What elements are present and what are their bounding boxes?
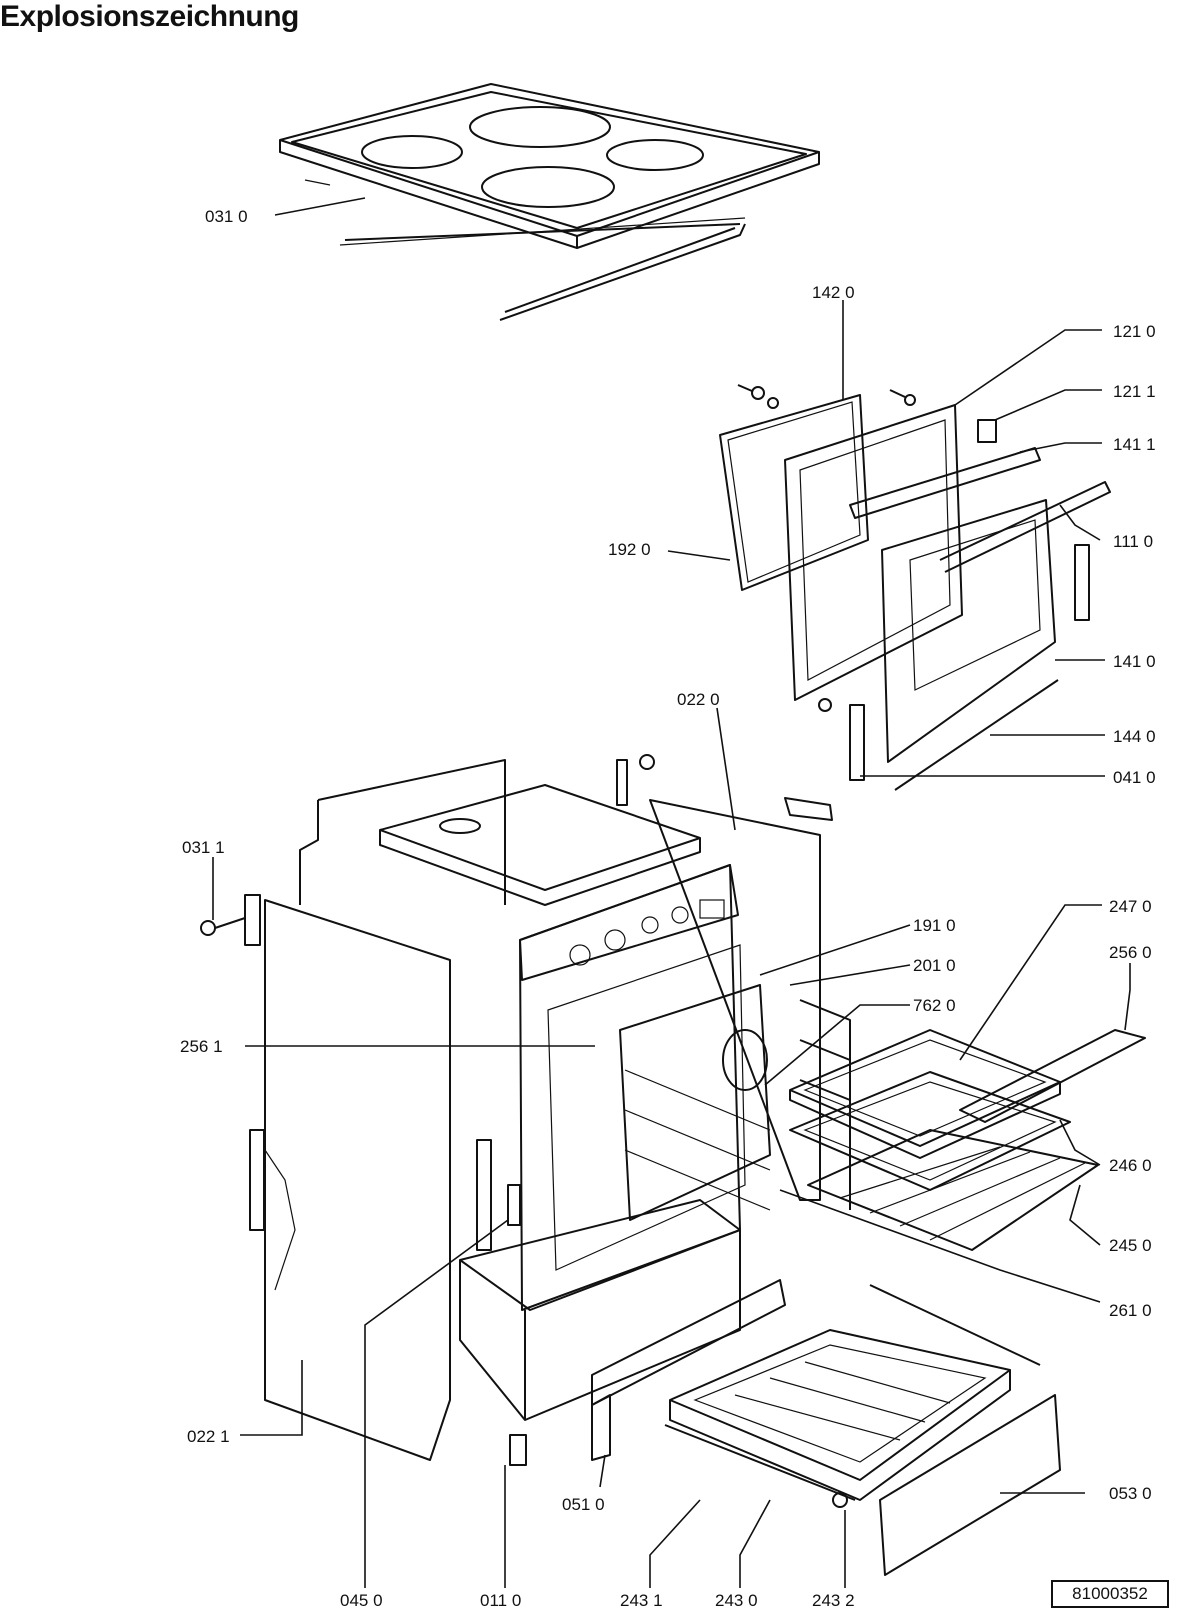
part-labels: 031 0 142 0 121 0 121 1 141 1 192 0 111 … [180, 207, 1156, 1610]
label-243-2: 243 2 [812, 1591, 855, 1610]
label-121-1: 121 1 [1113, 382, 1156, 401]
label-243-1: 243 1 [620, 1591, 663, 1610]
label-022-1: 022 1 [187, 1427, 230, 1446]
label-256-1: 256 1 [180, 1037, 223, 1056]
label-031-1: 031 1 [182, 838, 225, 857]
label-201-0: 201 0 [913, 956, 956, 975]
label-111-0: 111 0 [1113, 532, 1153, 551]
label-256-0: 256 0 [1109, 943, 1152, 962]
page-title: Explosionszeichnung [0, 0, 299, 33]
cabinet-body [200, 754, 833, 1461]
label-762-0: 762 0 [913, 996, 956, 1015]
label-121-0: 121 0 [1113, 322, 1156, 341]
leader-lines [212, 197, 1131, 1588]
oven-door-assembly [719, 384, 1111, 791]
label-045-0: 045 0 [340, 1591, 383, 1610]
label-053-0: 053 0 [1109, 1484, 1152, 1503]
document-number-box: 81000352 [1051, 1580, 1169, 1608]
label-141-0: 141 0 [1113, 652, 1156, 671]
label-246-0: 246 0 [1109, 1156, 1152, 1175]
cooktop-part [279, 83, 820, 321]
label-247-0: 247 0 [1109, 897, 1152, 916]
label-011-0: 011 0 [480, 1591, 521, 1610]
trays-and-racks [789, 999, 1146, 1251]
label-192-0: 192 0 [608, 540, 651, 559]
label-245-0: 245 0 [1109, 1236, 1152, 1255]
label-041-0: 041 0 [1113, 768, 1156, 787]
label-022-0: 022 0 [677, 690, 720, 709]
label-261-0: 261 0 [1109, 1301, 1152, 1320]
label-243-0: 243 0 [715, 1591, 758, 1610]
label-141-1: 141 1 [1113, 435, 1156, 454]
label-142-0: 142 0 [812, 283, 855, 302]
label-191-0: 191 0 [913, 916, 956, 935]
label-051-0: 051 0 [562, 1495, 605, 1514]
label-031-0: 031 0 [205, 207, 248, 226]
drawer-assembly [509, 1279, 1061, 1576]
label-144-0: 144 0 [1113, 727, 1156, 746]
